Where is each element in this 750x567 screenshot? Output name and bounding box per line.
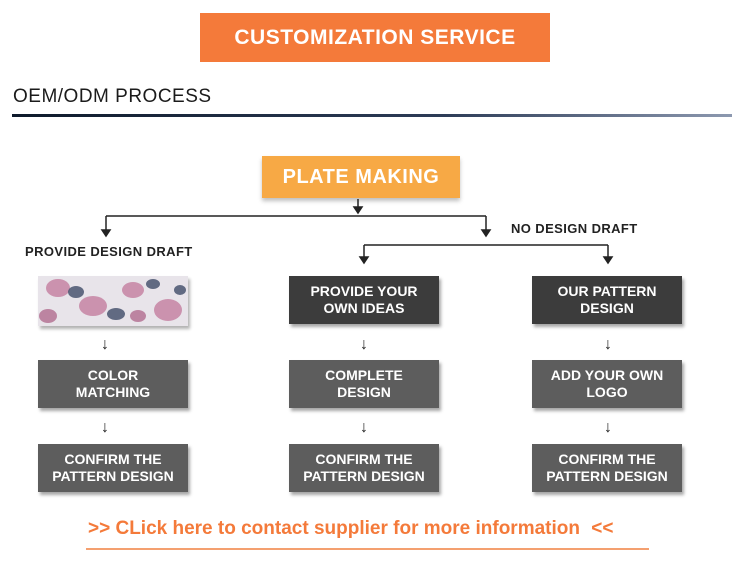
complete-design-box: COMPLETE DESIGN	[289, 360, 439, 408]
cta-text[interactable]: >> CLick here to contact supplier for mo…	[88, 518, 580, 539]
color-matching-box: COLOR MATCHING	[38, 360, 188, 408]
plate-making-box: PLATE MAKING	[262, 156, 460, 198]
down-arrow-icon: ↓	[360, 336, 368, 353]
provide-own-ideas-box: PROVIDE YOUR OWN IDEAS	[289, 276, 439, 324]
branch-label-provide-design-draft: PROVIDE DESIGN DRAFT	[25, 244, 193, 259]
down-arrow-icon: ↓	[360, 419, 368, 436]
branch-label-no-design-draft: NO DESIGN DRAFT	[511, 221, 638, 236]
customization-banner: CUSTOMIZATION SERVICE	[200, 13, 550, 62]
cta-suffix[interactable]: <<	[591, 518, 614, 539]
section-title: OEM/ODM PROCESS	[13, 86, 212, 107]
add-own-logo-box: ADD YOUR OWN LOGO	[532, 360, 682, 408]
down-arrow-icon: ↓	[604, 336, 612, 353]
down-arrow-icon: ↓	[101, 336, 109, 353]
confirm-pattern-box-1: CONFIRM THE PATTERN DESIGN	[38, 444, 188, 492]
our-pattern-design-box: OUR PATTERN DESIGN	[532, 276, 682, 324]
confirm-pattern-box-3: CONFIRM THE PATTERN DESIGN	[532, 444, 682, 492]
down-arrow-icon: ↓	[101, 419, 109, 436]
cta-underline	[86, 548, 649, 550]
down-arrow-icon: ↓	[604, 419, 612, 436]
section-divider	[12, 114, 732, 117]
fabric-swatch-image	[38, 276, 188, 326]
contact-supplier-link[interactable]: >> CLick here to contact supplier for mo…	[88, 518, 613, 540]
confirm-pattern-box-2: CONFIRM THE PATTERN DESIGN	[289, 444, 439, 492]
